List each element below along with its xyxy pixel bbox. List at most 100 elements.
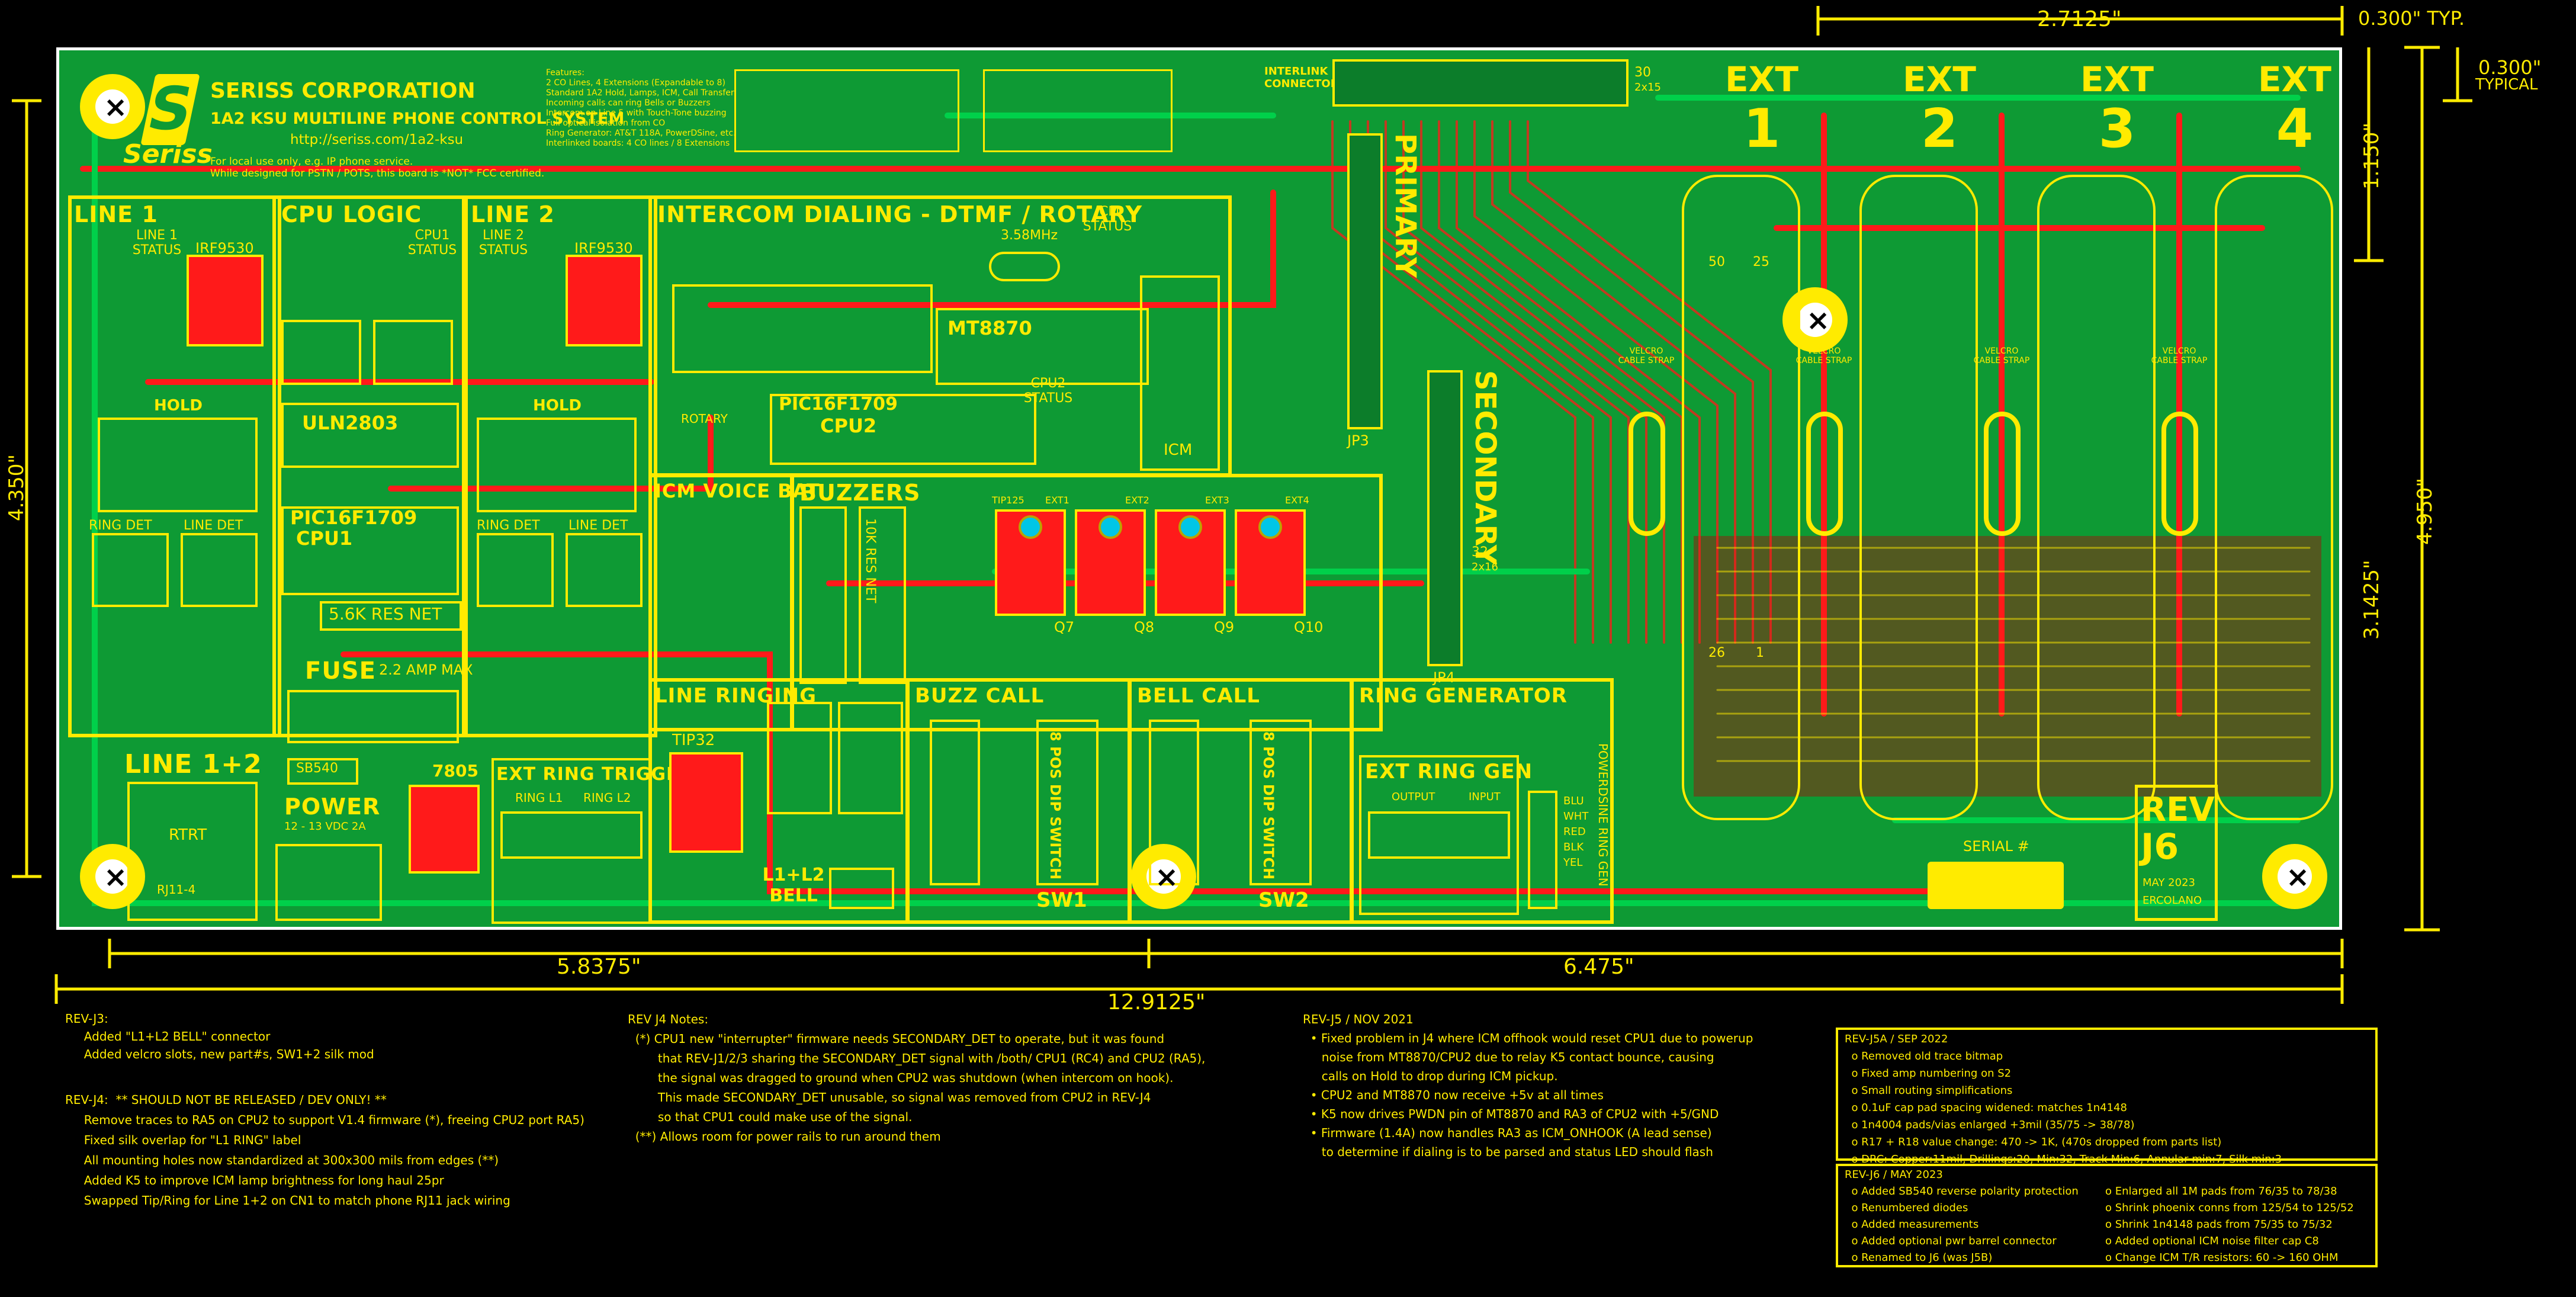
irf-label: IRF9530	[574, 240, 633, 256]
rotary-label: ROTARY	[681, 412, 728, 426]
dim-right-top-typical: TYPICAL	[2475, 76, 2538, 94]
sw2-label: SW2	[1258, 888, 1309, 912]
section-ext-ring-trigger-label: EXT RING TRIGGER	[496, 764, 693, 785]
cpu2-pin-table	[983, 69, 1173, 152]
mounting-pad	[1178, 515, 1202, 539]
q-label: Q9	[1214, 619, 1235, 635]
section-buzzers	[791, 474, 1383, 731]
logo-text: Seriss	[123, 139, 213, 169]
cn-size: 2x15	[1634, 81, 1662, 94]
ext-label: EXT	[1903, 59, 1976, 99]
tip32-heatsink	[669, 752, 743, 853]
crystal-label: 3.58MHz	[1001, 228, 1058, 243]
line-det-label: LINE DET	[568, 518, 628, 533]
ext-number-3: 3	[2098, 98, 2136, 160]
ext-number-1: 1	[1743, 98, 1781, 160]
q-label: Q7	[1054, 619, 1075, 635]
primary-label: PRIMARY	[1389, 133, 1422, 278]
dim-left-height: 4.350"	[5, 454, 28, 521]
power-label: POWER	[284, 794, 381, 820]
mt8870-label: MT8870	[947, 317, 1032, 339]
dim-right-4950: 4.950"	[2413, 478, 2437, 545]
dip-label: 8 POS DIP SWITCH	[1047, 731, 1064, 880]
section-intercom-label: INTERCOM DIALING - DTMF / ROTARY	[657, 201, 1143, 227]
power-terminal	[275, 844, 382, 921]
section-cpu-logic-label: CPU LOGIC	[281, 201, 422, 227]
rev-label: REV	[2141, 791, 2215, 829]
ring-relay-l2	[838, 702, 903, 814]
dim-top-typ: 0.300" TYP.	[2358, 7, 2465, 30]
section-cpu-logic	[272, 195, 468, 737]
jp-count: 32	[1472, 545, 1488, 560]
hold-relay-line2	[477, 418, 637, 512]
velcro-slot	[2161, 412, 2198, 536]
dim-top-width: 2.7125"	[2037, 7, 2122, 31]
sb540-label: SB540	[296, 761, 339, 776]
interlink-label: INTERLINK CONNECTOR	[1264, 65, 1339, 90]
secondary-label: SECONDARY	[1469, 370, 1502, 566]
hold-label: HOLD	[533, 397, 582, 415]
ring-color: YEL	[1563, 856, 1583, 869]
mounting-hole-tl: ×	[80, 74, 145, 139]
section-line2-label: LINE 2	[471, 201, 555, 227]
optocoupler	[477, 533, 554, 607]
velcro-label: VELCRO CABLE STRAP	[1618, 346, 1675, 365]
section-bell-call-label: BELL CALL	[1137, 684, 1260, 708]
line12-label: LINE 1+2	[124, 749, 262, 779]
jp3-label: JP3	[1347, 432, 1369, 449]
ext-gen-output: OUTPUT	[1392, 791, 1435, 803]
dip-label: 8 POS DIP SWITCH	[1260, 731, 1277, 880]
rj11-label: RJ11-4	[157, 882, 196, 897]
irf9530-line1	[187, 255, 264, 346]
bell-connector	[829, 868, 894, 909]
ext-label: EXT	[2080, 59, 2154, 99]
icm-label: ICM	[1164, 441, 1193, 459]
mounting-hole-bm: ×	[1131, 844, 1196, 909]
x-icon: ×	[104, 861, 128, 894]
velcro-label: VELCRO CABLE STRAP	[1973, 346, 2030, 365]
intercom-resistor-bank	[672, 284, 933, 373]
power-input-label: 12 - 13 VDC 2A	[284, 820, 366, 833]
section-ext-ring-gen-label: EXT RING GEN	[1365, 760, 1533, 784]
mt8870-ic	[936, 308, 1149, 385]
uln2803-buzzer	[799, 506, 847, 684]
pic2-label: PIC16F1709	[779, 394, 898, 415]
ring-line-label: RING L1	[515, 791, 563, 805]
disclaimer-1: For local use only, e.g. IP phone servic…	[210, 156, 413, 168]
feature-line: Full optical isolation from CO	[546, 118, 666, 128]
feature-line: Intercom on Line 5 with Touch-Tone buzzi…	[546, 108, 727, 118]
serial-field	[1928, 862, 2064, 909]
fuse-rating: 2.2 AMP MAX	[379, 662, 473, 678]
reg7805-heatsink	[409, 785, 480, 874]
ring-relay-l1	[767, 702, 832, 814]
rev-date: MAY 2023	[2143, 877, 2195, 889]
tip125-q7	[995, 509, 1066, 616]
serial-label: SERIAL #	[1963, 838, 2029, 855]
rtrt-label: RTRT	[169, 826, 207, 844]
feature-line: Standard 1A2 Hold, Lamps, ICM, Call Tran…	[546, 88, 734, 98]
primary-header-jp3	[1347, 133, 1383, 429]
pin-label: 25	[1753, 255, 1769, 269]
ring-color: RED	[1563, 826, 1586, 838]
ext-label: EXT	[1725, 59, 1798, 99]
rev-author: ERCOLANO	[2143, 894, 2202, 907]
mounting-hole-br: ×	[2262, 844, 2327, 909]
dip-switch-sw1	[1036, 720, 1099, 885]
optocoupler	[92, 533, 169, 607]
jp-size: 2x16	[1472, 561, 1499, 573]
velcro-label: VELCRO CABLE STRAP	[1796, 346, 1852, 365]
mounting-pad	[1099, 515, 1122, 539]
dim-right-31425: 3.1425"	[2360, 560, 2384, 640]
l12-bell-label: L1+L2 BELL	[762, 865, 825, 906]
cpu1-label: CPU1	[296, 527, 353, 550]
uln-label: ULN2803	[302, 412, 399, 434]
ext1-connector	[1682, 175, 1800, 820]
mounting-hole-mid: ×	[1782, 287, 1848, 352]
hold-relay-line1	[98, 418, 258, 512]
rev-j4-notes: REV-J4: ** SHOULD NOT BE RELEASED / DEV …	[65, 1093, 584, 1208]
section-ring-generator-label: RING GENERATOR	[1359, 684, 1568, 708]
cpu2-ic	[770, 394, 1036, 465]
mounting-pad	[1019, 515, 1042, 539]
cn-count: 30	[1634, 65, 1651, 80]
dim-bottom-left: 5.8375"	[557, 955, 641, 979]
